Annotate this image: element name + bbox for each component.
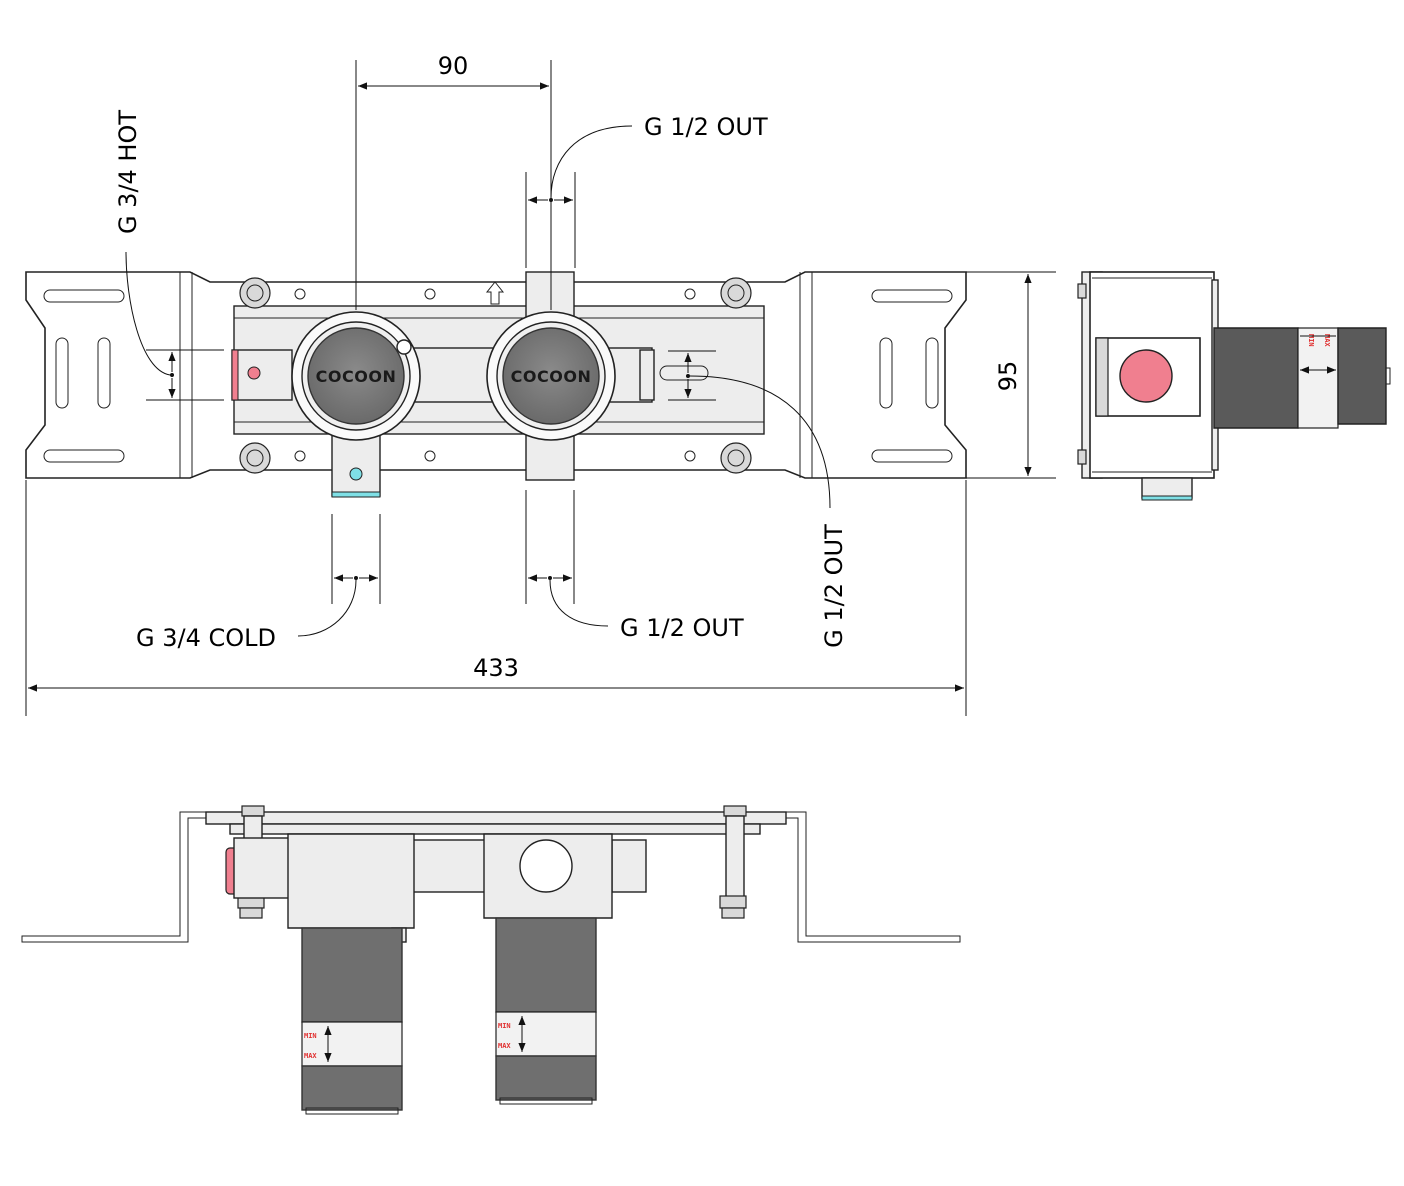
- callout-out-top-label: G 1/2 OUT: [644, 113, 768, 141]
- thermostat-knob-left: COCOON: [291, 311, 421, 441]
- top-view: MIN MAX MIN MAX: [21, 805, 961, 1115]
- side-cartridge: [1213, 327, 1299, 429]
- dimension-height-label: 95: [994, 361, 1022, 392]
- side-scale-min: MIN: [1307, 334, 1315, 347]
- mounting-slots-left: [43, 289, 125, 463]
- callout-out-bottom-label: G 1/2 OUT: [620, 614, 744, 642]
- side-hot-port: [1119, 349, 1173, 403]
- callout-out-top: G 1/2 OUT: [525, 113, 768, 268]
- callout-out-side-label: G 1/2 OUT: [820, 524, 848, 648]
- right-scale-max: MAX: [498, 1042, 511, 1050]
- dimension-height: 95: [966, 271, 1056, 479]
- callout-hot-label: G 3/4 HOT: [114, 110, 142, 234]
- right-scale-min: MIN: [498, 1022, 511, 1030]
- callout-out-bottom: G 1/2 OUT: [525, 490, 744, 642]
- cartridge-left: MIN MAX: [301, 927, 403, 1115]
- cold-inlet-color: [331, 491, 381, 498]
- dimension-spacing: 90: [355, 52, 552, 310]
- left-scale-max: MAX: [304, 1052, 317, 1060]
- dimension-spacing-label: 90: [438, 52, 469, 80]
- diverter-knob-right: COCOON: [486, 311, 616, 441]
- flow-direction-arrow-icon: [485, 281, 505, 305]
- callout-out-side: G 1/2 OUT: [668, 350, 848, 648]
- callout-cold: G 3/4 COLD: [136, 514, 381, 652]
- hot-inlet-body: [231, 349, 293, 401]
- mounting-slots-right: [871, 289, 953, 463]
- hot-inlet-color: [231, 349, 239, 401]
- side-scale-max: MAX: [1323, 334, 1331, 347]
- callout-hot: G 3/4 HOT: [114, 110, 224, 401]
- logo-left: COCOON: [316, 367, 397, 386]
- hot-indicator: [247, 366, 261, 380]
- cartridge-right: MIN MAX: [495, 917, 597, 1105]
- corner-bolts: [239, 277, 752, 474]
- small-holes: [294, 288, 696, 462]
- top-view-outlet: [519, 839, 573, 893]
- front-view: COCOON COCOON 90 433 95: [25, 52, 1056, 716]
- dimension-total-width: 433: [25, 480, 967, 716]
- callout-cold-label: G 3/4 COLD: [136, 624, 276, 652]
- side-view: MIN MAX: [1077, 271, 1391, 501]
- cold-inlet-body: [331, 429, 381, 497]
- logo-right: COCOON: [511, 367, 592, 386]
- bent-bracket: [21, 811, 961, 943]
- dimension-total-width-label: 433: [473, 654, 519, 682]
- left-scale-min: MIN: [304, 1032, 317, 1040]
- cold-indicator: [349, 467, 363, 481]
